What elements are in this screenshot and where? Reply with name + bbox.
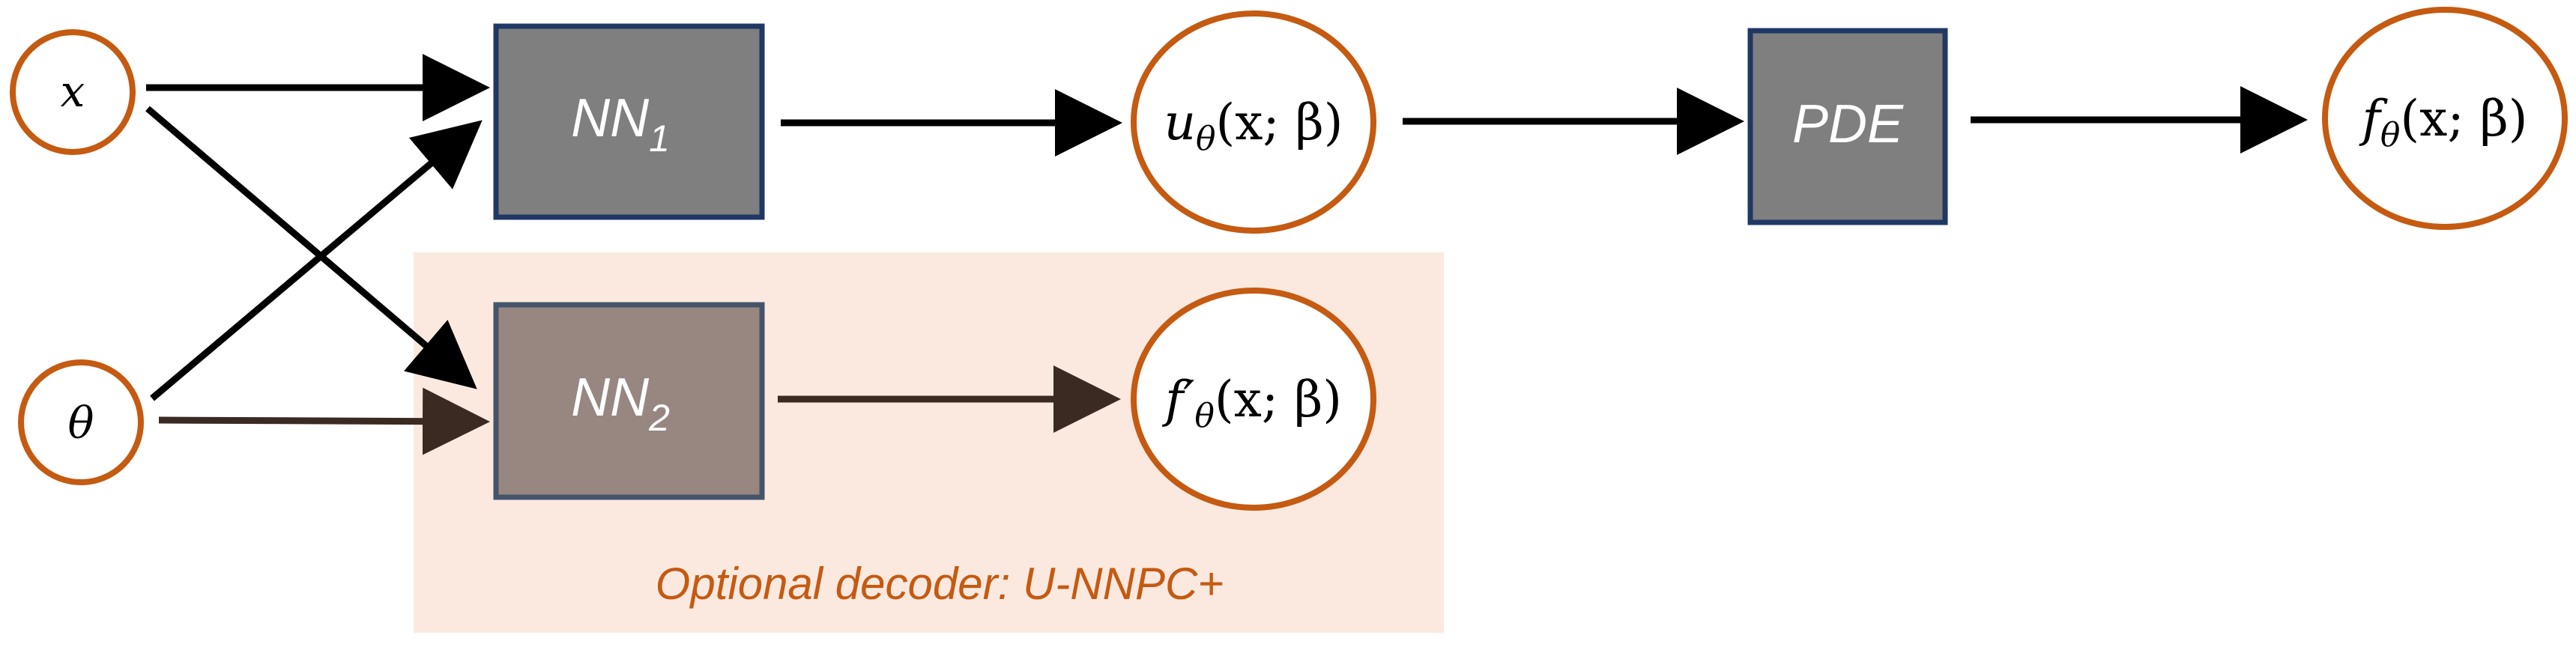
input-theta-label: θ bbox=[68, 398, 94, 449]
nn1-subscript: 1 bbox=[649, 118, 670, 160]
input-node-theta: θ bbox=[18, 359, 144, 485]
f-prime-mark: ′ bbox=[1183, 371, 1194, 428]
nn2-subscript: 2 bbox=[648, 397, 670, 439]
f-prime-sub: θ bbox=[1194, 397, 1215, 435]
u-theta-args: (x; β) bbox=[1215, 94, 1343, 151]
arrow-theta-to-nn2 bbox=[158, 387, 490, 455]
u-theta-var: u bbox=[1164, 94, 1196, 151]
nn2-box: NN2 bbox=[493, 302, 765, 500]
nn1-box: NN1 bbox=[493, 23, 765, 220]
arrow-theta-to-nn1 bbox=[150, 120, 483, 401]
svg-text:uθ(x; β): uθ(x; β) bbox=[1164, 94, 1343, 158]
f-prime-args: (x; β) bbox=[1215, 371, 1342, 428]
nn2-label: NN bbox=[571, 368, 650, 428]
svg-text:NN2: NN2 bbox=[571, 368, 670, 439]
svg-text:f′θ(x; β): f′θ(x; β) bbox=[1161, 371, 1342, 435]
f-theta-args: (x; β) bbox=[2400, 90, 2527, 148]
pde-box: PDE bbox=[1747, 28, 1948, 225]
u-theta-sub: θ bbox=[1196, 120, 1216, 158]
svg-text:fθ(x; β): fθ(x; β) bbox=[2358, 90, 2527, 154]
f-theta-node: fθ(x; β) bbox=[2322, 7, 2568, 230]
nn1-label: NN bbox=[571, 88, 650, 148]
arrow-x-to-nn2 bbox=[145, 106, 477, 389]
f-prime-theta-node: f′θ(x; β) bbox=[1131, 288, 1376, 511]
input-x-label: x bbox=[61, 66, 85, 117]
u-theta-node: uθ(x; β) bbox=[1131, 10, 1376, 234]
svg-text:NN1: NN1 bbox=[571, 88, 670, 160]
f-theta-sub: θ bbox=[2380, 116, 2401, 154]
input-node-x: x bbox=[10, 29, 136, 155]
optional-decoder-caption: Optional decoder: U-NNPC+ bbox=[656, 559, 1224, 609]
pde-label: PDE bbox=[1792, 94, 1904, 154]
